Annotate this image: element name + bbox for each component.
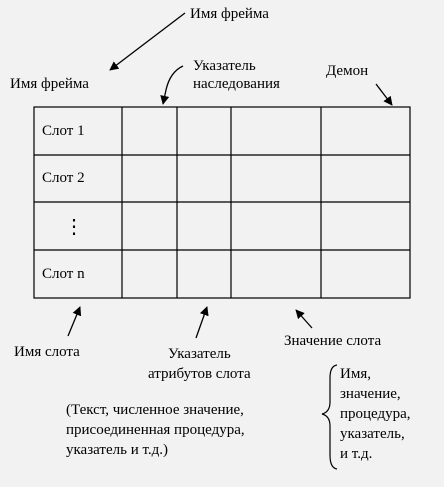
slot-name-label: Имя слота xyxy=(14,344,80,360)
slot-cell-2: Слот 2 xyxy=(42,170,85,186)
curly-brace xyxy=(321,364,338,470)
daemon-arrow xyxy=(375,83,393,106)
slot-cell-1: Слот 1 xyxy=(42,122,85,139)
frame-name-arrow xyxy=(109,12,186,71)
slot-cell-ellipsis: ⋮ xyxy=(64,215,84,238)
inheritance-pointer-label: Указатель наследования xyxy=(193,58,280,92)
attribute-pointer-arrow xyxy=(195,306,209,339)
value-examples-text: Имя, значение, процедура, указатель, и т… xyxy=(340,366,411,462)
daemon-label: Демон xyxy=(326,63,369,79)
slot-value-label: Значение слота xyxy=(284,333,382,349)
attribute-examples-text: (Текст, численное значение, присоединенн… xyxy=(66,402,245,458)
slot-name-arrow xyxy=(67,306,82,337)
slot-value-arrow xyxy=(295,309,313,329)
slot-cell-n: Слот n xyxy=(42,265,85,282)
inheritance-pointer-arrow xyxy=(160,65,184,105)
frame-name-top-label: Имя фрейма xyxy=(190,6,269,22)
frame-name-left-label: Имя фрейма xyxy=(10,76,89,92)
attribute-pointer-label: Указатель атрибутов слота xyxy=(148,346,251,382)
